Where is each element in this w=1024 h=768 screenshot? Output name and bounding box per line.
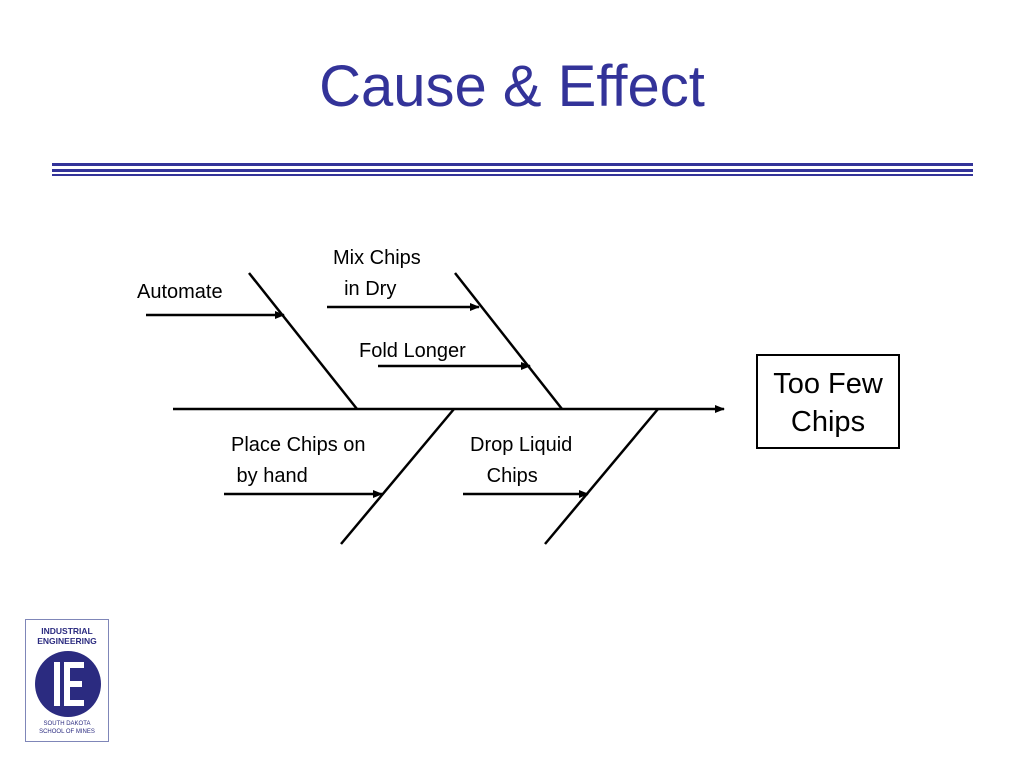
bone-lower-right — [544, 408, 659, 545]
logo-text-engineering: ENGINEERING — [37, 636, 97, 646]
slide-title: Cause & Effect — [319, 54, 705, 119]
cause-label-place-chips-line2: by hand — [231, 465, 308, 487]
title-divider-bottom — [52, 174, 973, 176]
effect-label-line2: Chips — [790, 406, 866, 438]
title-divider-middle — [52, 169, 973, 172]
ie-emblem-icon — [35, 651, 101, 717]
logo-text-south-dakota: SOUTH DAKOTA — [43, 721, 91, 727]
cause-label-automate: Automate — [137, 281, 223, 303]
cause-label-mix-chips-line1: Mix Chips — [333, 247, 421, 269]
cause-label-mix-chips-line2: in Dry — [333, 278, 397, 300]
effect-label-line1: Too Few — [773, 368, 883, 400]
bone-upper-right — [454, 272, 563, 410]
cause-label-fold-longer: Fold Longer — [359, 340, 466, 362]
title-divider-top — [52, 163, 973, 166]
cause-label-place-chips-line1: Place Chips on — [231, 434, 366, 456]
effect-box: Too Few Chips — [756, 354, 900, 449]
cause-label-drop-liquid-line1: Drop Liquid — [470, 434, 573, 456]
logo-text-industrial: INDUSTRIAL — [41, 626, 93, 636]
industrial-engineering-logo: INDUSTRIAL ENGINEERING SOUTH DAKOTA SCHO… — [25, 619, 109, 742]
logo-text-school-of-mines: SCHOOL OF MINES — [39, 729, 95, 735]
cause-label-drop-liquid-line2: Chips — [470, 465, 538, 487]
bone-upper-left — [248, 272, 358, 410]
bone-lower-left — [340, 408, 455, 545]
